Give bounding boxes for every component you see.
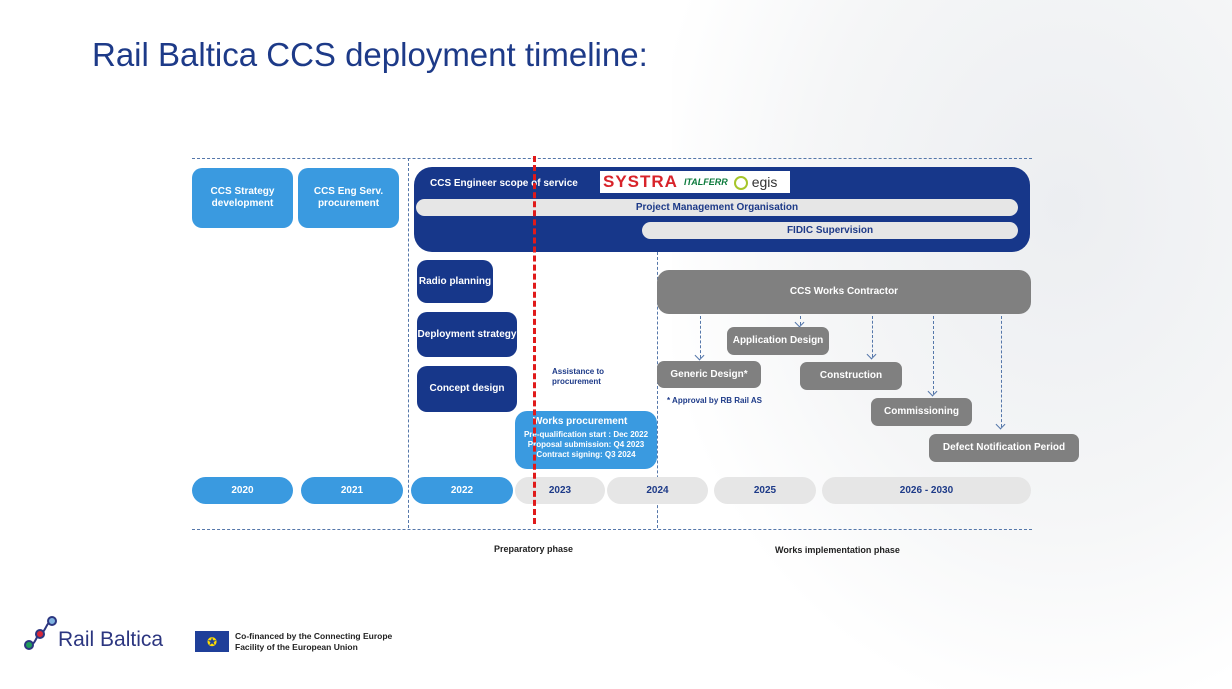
arrow-down-icon bbox=[933, 316, 934, 394]
concept-design-box: Concept design bbox=[417, 366, 517, 412]
eu-flag-icon: ✪ bbox=[195, 631, 229, 652]
fidic-bar: FIDIC Supervision bbox=[642, 222, 1018, 239]
year-2020: 2020 bbox=[192, 477, 293, 504]
page-title: Rail Baltica CCS deployment timeline: bbox=[92, 36, 648, 73]
systra-logo: SYSTRA bbox=[603, 172, 678, 191]
works-proc-line: Pre-qualification start : Dec 2022 bbox=[523, 430, 649, 439]
arrow-down-icon bbox=[1001, 316, 1002, 427]
rail-baltica-logo-icon bbox=[24, 616, 58, 652]
radio-planning-box: Radio planning bbox=[417, 260, 493, 303]
year-2023: 2023 bbox=[515, 477, 605, 504]
year-2021: 2021 bbox=[301, 477, 403, 504]
arrow-down-icon bbox=[872, 316, 873, 357]
deployment-strategy-box: Deployment strategy bbox=[417, 312, 517, 357]
works-proc-line: Contract signing: Q3 2024 bbox=[536, 450, 636, 459]
rail-baltica-brand: Rail Baltica bbox=[58, 628, 164, 651]
works-contractor-box: CCS Works Contractor bbox=[657, 270, 1031, 314]
works-phase-label: Works implementation phase bbox=[775, 545, 900, 555]
arrow-down-icon bbox=[700, 316, 701, 358]
approval-note: * Approval by RB Rail AS bbox=[667, 396, 762, 405]
preparatory-phase-label: Preparatory phase bbox=[494, 544, 574, 554]
engineer-scope-box: CCS Engineer scope of service SYSTRA ITA… bbox=[414, 167, 1030, 252]
year-2025: 2025 bbox=[714, 477, 816, 504]
application-design-box: Application Design bbox=[727, 327, 829, 355]
works-procurement-box: Works procurement Pre-qualification star… bbox=[515, 411, 657, 469]
bottom-divider bbox=[192, 529, 1032, 530]
pmo-bar: Project Management Organisation bbox=[416, 199, 1018, 216]
works-proc-line: Proposal submission: Q4 2023 bbox=[527, 440, 645, 449]
year-2024: 2024 bbox=[607, 477, 708, 504]
engineer-scope-label: CCS Engineer scope of service bbox=[430, 178, 578, 189]
egis-logo: egis bbox=[733, 174, 777, 191]
phase-divider-works bbox=[657, 252, 658, 528]
ccs-strategy-box: CCS Strategy development bbox=[192, 168, 293, 228]
commissioning-box: Commissioning bbox=[871, 398, 972, 426]
top-divider bbox=[192, 158, 1032, 159]
arrow-down-icon bbox=[800, 316, 801, 325]
generic-design-box: Generic Design* bbox=[657, 361, 761, 388]
year-2022: 2022 bbox=[411, 477, 513, 504]
assistance-label: Assistance to procurement bbox=[552, 367, 605, 386]
works-procurement-title: Works procurement bbox=[533, 416, 628, 427]
construction-box: Construction bbox=[800, 362, 902, 390]
today-marker-line bbox=[533, 156, 536, 524]
year-2026-2030: 2026 - 2030 bbox=[822, 477, 1031, 504]
eng-procurement-box: CCS Eng Serv. procurement bbox=[298, 168, 399, 228]
phase-divider-2022 bbox=[408, 158, 409, 528]
defect-period-box: Defect Notification Period bbox=[929, 434, 1079, 462]
italferr-logo: ITALFERR bbox=[683, 177, 728, 187]
partner-logos: SYSTRA ITALFERR egis bbox=[600, 171, 790, 193]
